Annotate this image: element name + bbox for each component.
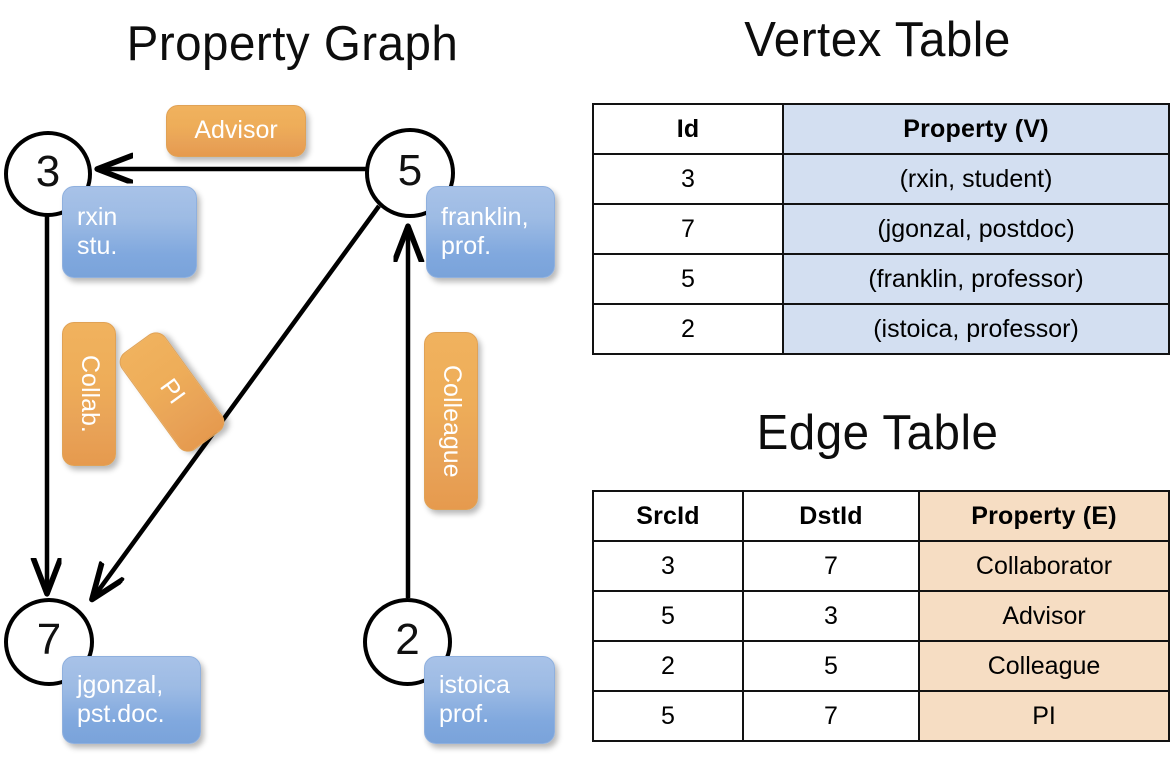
graph-node-2[interactable]: 2 xyxy=(363,598,452,686)
graph-node-2-label: 2 xyxy=(395,615,420,664)
vertex-cell-id: 5 xyxy=(592,253,784,305)
vertex-property-box-2[interactable]: istoica prof. xyxy=(424,656,555,744)
edge-cell-dstid: 3 xyxy=(742,590,920,642)
edge-cell-dstid: 5 xyxy=(742,640,920,692)
vertex-property-box-5-text: franklin, prof. xyxy=(441,202,529,261)
edge-label-advisor[interactable]: Advisor xyxy=(166,105,306,157)
vertex-header-id: Id xyxy=(592,103,784,155)
table-row: 2 5 Colleague xyxy=(592,640,1170,692)
table-row: 3 (rxin, student) xyxy=(592,153,1170,205)
vertex-cell-property: (istoica, professor) xyxy=(782,303,1170,355)
table-row: 5 7 PI xyxy=(592,690,1170,742)
table-row: 5 3 Advisor xyxy=(592,590,1170,642)
table-row: 2 (istoica, professor) xyxy=(592,303,1170,355)
vertex-cell-id: 3 xyxy=(592,153,784,205)
table-header-row: Id Property (V) xyxy=(592,103,1170,155)
edge-cell-dstid: 7 xyxy=(742,690,920,742)
table-row: 7 (jgonzal, postdoc) xyxy=(592,203,1170,255)
property-graph-diagram: 3 5 7 2 rxin stu. franklin, prof. jgonza… xyxy=(0,0,585,760)
vertex-header-property: Property (V) xyxy=(782,103,1170,155)
edge-5-to-7 xyxy=(93,204,381,598)
vertex-table: Id Property (V) 3 (rxin, student) 7 (jgo… xyxy=(592,103,1170,355)
graph-node-7-label: 7 xyxy=(36,615,62,664)
edge-cell-property: Collaborator xyxy=(918,540,1170,592)
edge-cell-srcid: 2 xyxy=(592,640,744,692)
edge-cell-property: Colleague xyxy=(918,640,1170,692)
vertex-property-box-3[interactable]: rxin stu. xyxy=(62,186,197,278)
edge-cell-property: PI xyxy=(918,690,1170,742)
edge-label-pi-text: PI xyxy=(154,373,191,410)
table-row: 3 7 Collaborator xyxy=(592,540,1170,592)
edge-label-collab-text: Collab. xyxy=(75,355,104,433)
edge-label-colleague[interactable]: Colleague xyxy=(424,332,478,510)
edge-cell-srcid: 5 xyxy=(592,590,744,642)
vertex-cell-id: 2 xyxy=(592,303,784,355)
vertex-cell-property: (rxin, student) xyxy=(782,153,1170,205)
edge-label-collab[interactable]: Collab. xyxy=(62,322,116,466)
edge-cell-srcid: 5 xyxy=(592,690,744,742)
table-row: 5 (franklin, professor) xyxy=(592,253,1170,305)
vertex-property-box-2-text: istoica prof. xyxy=(439,670,510,729)
vertex-property-box-3-text: rxin stu. xyxy=(77,202,118,261)
edge-cell-srcid: 3 xyxy=(592,540,744,592)
edge-label-colleague-text: Colleague xyxy=(437,364,466,478)
edge-header-dstid: DstId xyxy=(742,490,920,542)
edge-header-srcid: SrcId xyxy=(592,490,744,542)
page-title-vertex-table: Vertex Table xyxy=(744,13,1011,67)
edge-label-advisor-text: Advisor xyxy=(194,116,278,145)
vertex-property-box-7[interactable]: jgonzal, pst.doc. xyxy=(62,656,201,744)
edge-table: SrcId DstId Property (E) 3 7 Collaborato… xyxy=(592,490,1170,742)
page-title-property-graph: Property Graph xyxy=(126,17,459,71)
graph-node-5-label: 5 xyxy=(397,146,423,195)
graph-node-3-label: 3 xyxy=(35,147,61,196)
edge-cell-property: Advisor xyxy=(918,590,1170,642)
vertex-cell-id: 7 xyxy=(592,203,784,255)
page-title-edge-table: Edge Table xyxy=(756,406,999,460)
graph-edges xyxy=(0,0,585,760)
table-header-row: SrcId DstId Property (E) xyxy=(592,490,1170,542)
vertex-cell-property: (franklin, professor) xyxy=(782,253,1170,305)
vertex-property-box-5[interactable]: franklin, prof. xyxy=(426,186,555,278)
edge-header-property: Property (E) xyxy=(918,490,1170,542)
vertex-property-box-7-text: jgonzal, pst.doc. xyxy=(77,670,165,729)
edge-cell-dstid: 7 xyxy=(742,540,920,592)
graph-node-5[interactable]: 5 xyxy=(365,128,455,218)
vertex-cell-property: (jgonzal, postdoc) xyxy=(782,203,1170,255)
